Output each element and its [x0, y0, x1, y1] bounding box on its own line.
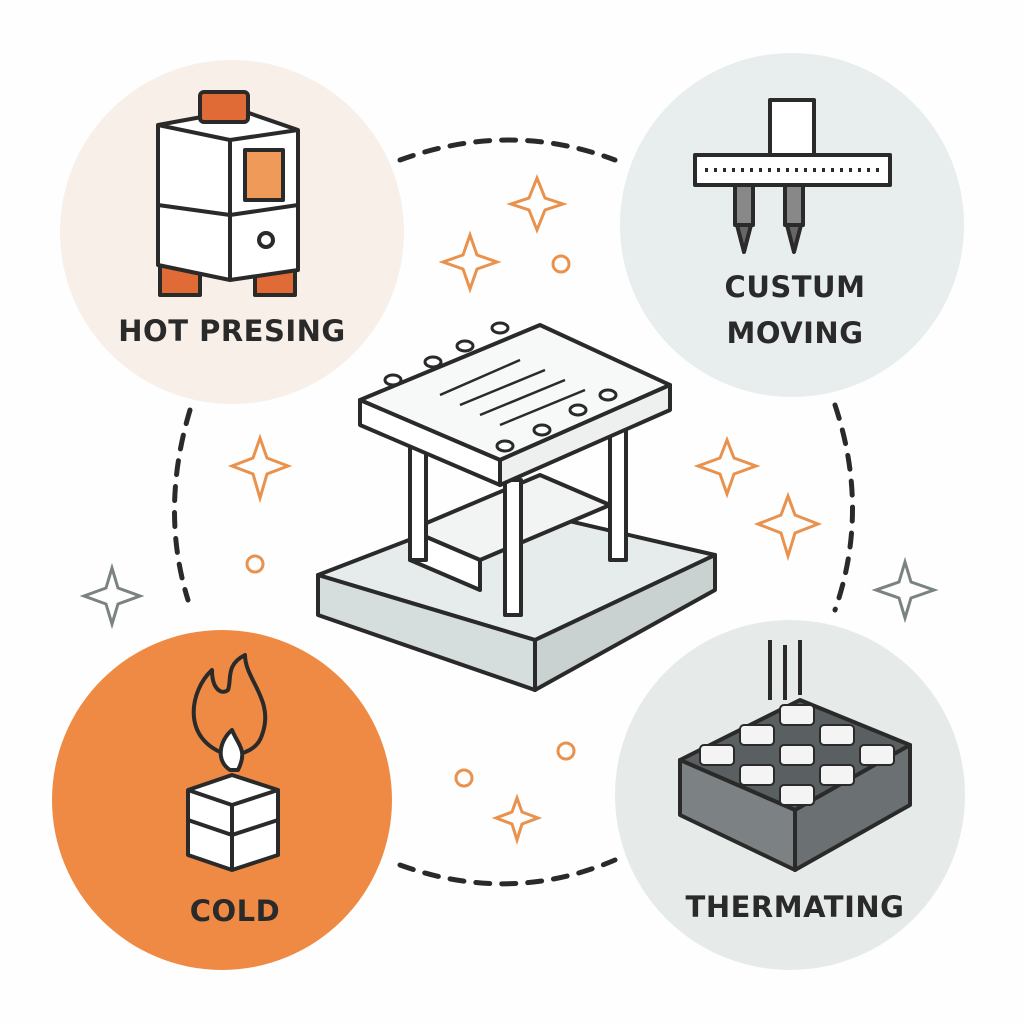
sparkles: [227, 173, 823, 846]
cold-label: COLD: [189, 894, 281, 928]
sparkle-icon: [227, 433, 293, 504]
dot-icon: [245, 554, 265, 574]
sparkle-icon: [438, 230, 502, 294]
connector-left: [172, 407, 193, 603]
sparkle-icon: [753, 491, 823, 562]
dot-icon: [556, 741, 576, 761]
thermating-label: THERMATING: [685, 890, 905, 924]
connector-bottom: [397, 857, 618, 887]
custom-moving-label-line1: CUSTUM: [724, 270, 866, 304]
dot-icon: [551, 254, 571, 274]
heater-machine-icon: [156, 90, 300, 297]
dashed-connectors: [172, 137, 855, 887]
gantry-nozzle-icon: [693, 98, 892, 254]
grid-plate-icon: [678, 640, 912, 872]
sparkle-icon: [871, 556, 939, 624]
connector-right: [832, 402, 855, 613]
sparkle-icon: [693, 435, 761, 499]
custom-moving-label-line2: MOVING: [726, 316, 864, 350]
sparkle-icon: [506, 173, 568, 235]
flame-block-icon: [186, 653, 280, 872]
press-machine-icon: [316, 321, 717, 692]
connector-top: [397, 137, 618, 163]
hot-pressing-label: HOT PRESING: [118, 314, 346, 348]
sparkle-icon: [79, 562, 145, 630]
sparkle-icon: [491, 793, 543, 846]
grey-sparkles: [79, 556, 939, 630]
dot-icon: [454, 768, 474, 788]
